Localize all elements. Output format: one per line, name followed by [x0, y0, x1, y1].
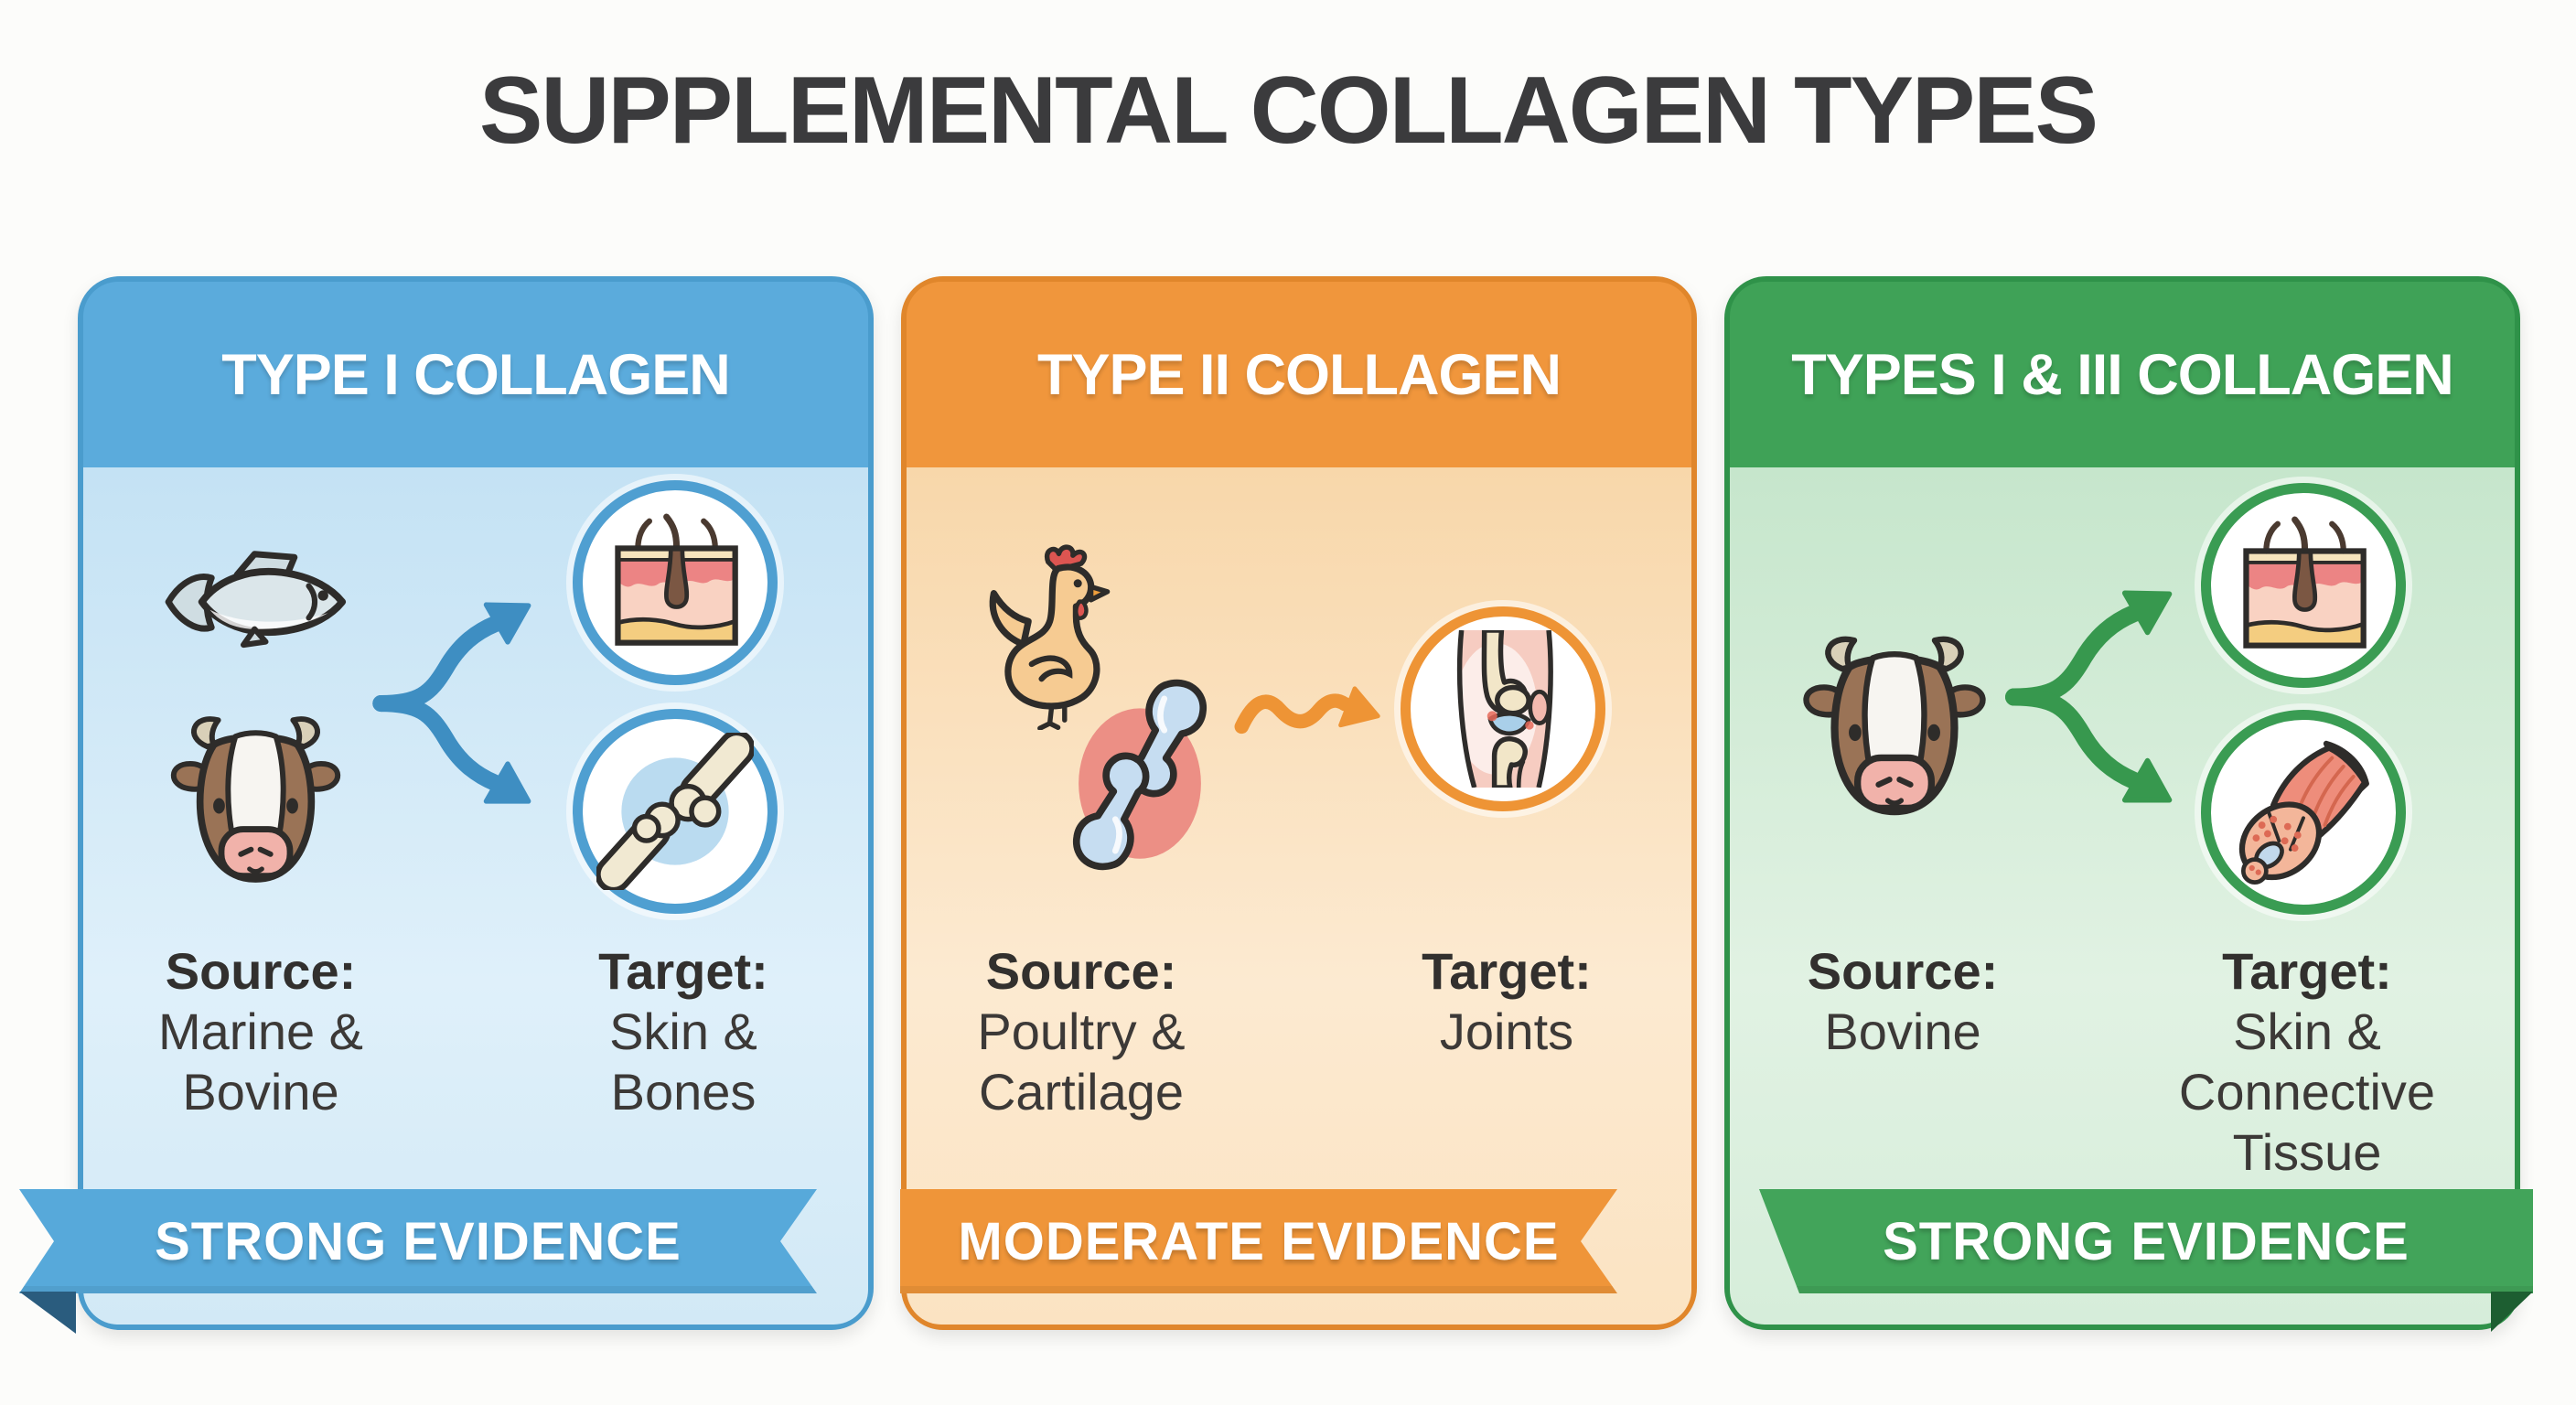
fork-arrow-icon [372, 571, 555, 836]
evidence-ribbon-label: MODERATE EVIDENCE [958, 1211, 1560, 1271]
target-column: Target: Joints [1349, 941, 1664, 1062]
bone-joint-icon [596, 733, 754, 890]
ribbon-fold [19, 1292, 76, 1334]
evidence-ribbon: STRONG EVIDENCE [1759, 1189, 2533, 1293]
panel-type-2-body [907, 467, 1691, 1325]
evidence-ribbon: MODERATE EVIDENCE [900, 1189, 1617, 1293]
fish-icon [160, 546, 352, 658]
cartilage-joint-icon [1061, 674, 1218, 875]
target-value-line: Tissue [2232, 1123, 2382, 1181]
knee-target-badge [1401, 606, 1605, 811]
source-label: Source: [165, 942, 357, 1000]
source-label: Source: [1807, 942, 1999, 1000]
target-value-line: Joints [1439, 1003, 1574, 1060]
target-column: Target: Skin & Bones [526, 941, 841, 1122]
target-value-line: Skin & [2233, 1003, 2381, 1060]
evidence-ribbon-label: STRONG EVIDENCE [155, 1211, 682, 1271]
panel-type-2-header: TYPE II COLLAGEN [907, 282, 1691, 467]
source-label: Source: [985, 942, 1177, 1000]
panel-type-1: TYPE I COLLAGEN Source: Marine & Bovine … [19, 276, 874, 1334]
wavy-arrow-icon [1233, 671, 1389, 756]
connective-tissue-target-badge [2201, 710, 2406, 915]
target-label: Target: [1422, 942, 1592, 1000]
panel-type-1-title: TYPE I COLLAGEN [221, 342, 731, 407]
ribbon-fold [2491, 1292, 2533, 1332]
source-column: Source: Marine & Bovine [103, 941, 418, 1122]
skin-target-badge [2201, 483, 2406, 688]
panel-type-3: TYPES I & III COLLAGEN Source: Bovine Ta… [1724, 276, 2533, 1332]
target-column: Target: Skin & Connective Tissue [2150, 941, 2464, 1183]
target-label: Target: [598, 942, 768, 1000]
source-value-line: Bovine [182, 1063, 339, 1121]
source-column: Source: Bovine [1745, 941, 2060, 1062]
skin-target-badge [573, 480, 778, 685]
target-value-line: Bones [610, 1063, 757, 1121]
knee-joint-icon [1424, 630, 1582, 788]
panel-type-3-title: TYPES I & III COLLAGEN [1791, 342, 2454, 407]
source-value-line: Marine & [157, 1003, 364, 1060]
skin-cross-section-icon [2225, 507, 2382, 664]
target-label: Target: [2222, 942, 2392, 1000]
target-value-line: Skin & [609, 1003, 757, 1060]
cow-icon [1794, 630, 1995, 823]
panel-type-3-header: TYPES I & III COLLAGEN [1730, 282, 2515, 467]
evidence-ribbon: STRONG EVIDENCE [19, 1189, 817, 1293]
page-title: SUPPLEMENTAL COLLAGEN TYPES [478, 58, 2098, 164]
cow-icon [162, 711, 349, 890]
evidence-ribbon-label: STRONG EVIDENCE [1883, 1211, 2410, 1271]
source-column: Source: Poultry & Cartilage [924, 941, 1239, 1122]
source-value-line: Poultry & [977, 1003, 1186, 1060]
muscle-connective-tissue-icon [2225, 734, 2382, 891]
panel-type-2: TYPE II COLLAGEN Source: Poultry & Carti… [901, 276, 1697, 1330]
source-value-line: Cartilage [978, 1063, 1185, 1121]
panel-type-2-title: TYPE II COLLAGEN [1036, 342, 1562, 407]
target-value-line: Connective [2178, 1063, 2436, 1121]
panel-type-1-header: TYPE I COLLAGEN [83, 282, 868, 467]
source-value-line: Bovine [1824, 1003, 1981, 1060]
bones-target-badge [573, 709, 778, 914]
fork-arrow-icon [2005, 557, 2197, 837]
skin-cross-section-icon [596, 504, 754, 661]
